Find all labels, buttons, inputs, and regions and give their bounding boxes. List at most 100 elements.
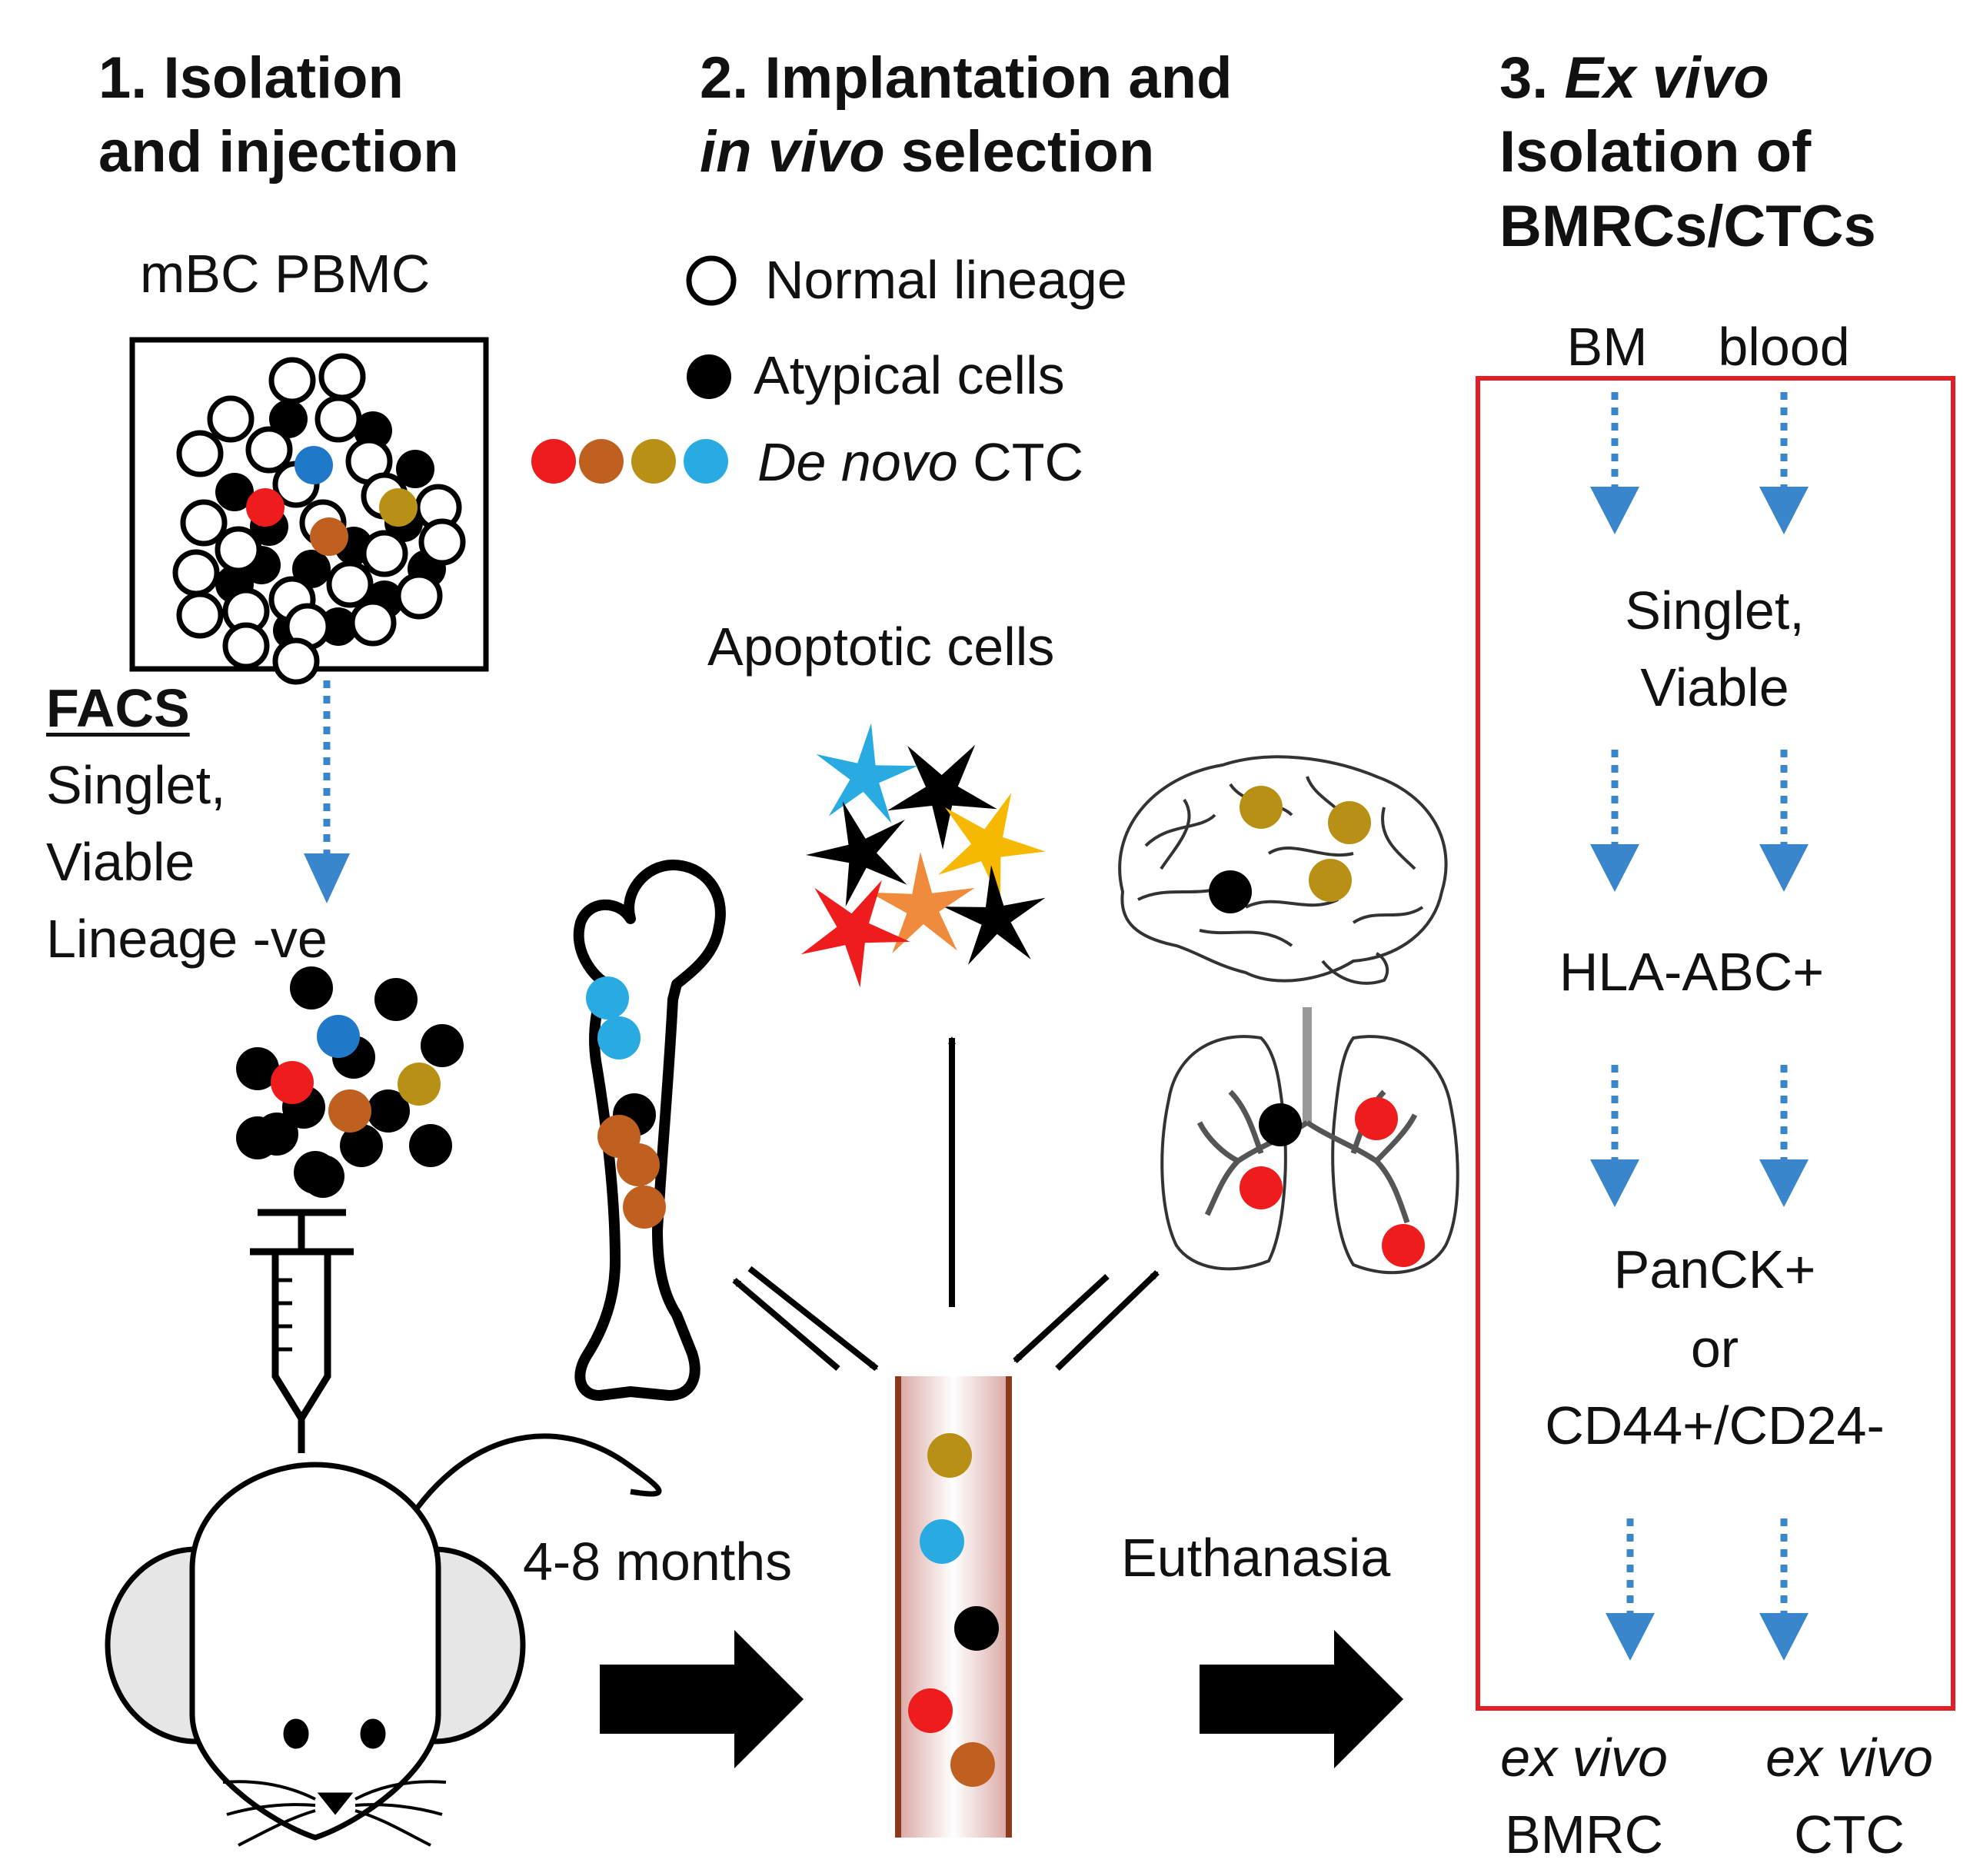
bone-icon: [573, 860, 726, 1401]
legend-normal-symbol: [686, 255, 737, 306]
normal-lineage-cell: [318, 353, 366, 401]
apoptotic-cells-cluster: [800, 723, 1046, 988]
gating-flow-arrow: [1759, 392, 1809, 534]
blood-vessel-icon: [895, 1376, 1012, 1838]
atypical-cell: [290, 966, 333, 1010]
lungs-icon: [1160, 1007, 1459, 1275]
legend-de-novo-symbols: [531, 439, 728, 484]
de-novo-ctc-cell: [379, 488, 418, 527]
atypical-cell: [340, 1124, 383, 1167]
gate3-line1: PanCK+: [1613, 1239, 1816, 1299]
gating-flow-arrow: [1590, 1065, 1639, 1207]
apoptotic-cells-label: Apoptotic cells: [707, 617, 1055, 677]
facs-title: FACS: [46, 678, 190, 738]
normal-lineage-cell: [314, 395, 362, 443]
syringe-icon: [250, 1209, 354, 1453]
step2-heading-line1: 2. Implantation and: [700, 45, 1233, 111]
source-blood-label: blood: [1718, 317, 1850, 377]
de-novo-ctc-cell: [328, 1089, 371, 1133]
atypical-cell: [236, 1047, 279, 1090]
normal-lineage-cell: [245, 426, 293, 474]
ex-vivo-gating-box: [1476, 376, 1955, 1711]
legend-de-novo-rest: CTC: [957, 432, 1084, 492]
facs-criterion-1: Singlet,: [46, 755, 226, 815]
step3-heading-line2: Isolation of: [1499, 119, 1812, 185]
sample-label: mBC PBMC: [140, 244, 431, 304]
facs-criterion-3: Lineage -ve: [46, 909, 328, 969]
normal-lineage-cell: [272, 637, 320, 685]
gating-flow-arrows: [1590, 392, 1809, 1661]
step3-heading-prefix: 3.: [1499, 45, 1565, 111]
normal-lineage-cell: [207, 395, 255, 443]
legend-normal-label: Normal lineage: [765, 250, 1127, 310]
gate2-line1: HLA-ABC+: [1559, 942, 1825, 1002]
atypical-cell: [396, 450, 434, 488]
de-novo-ctc-cell: [246, 488, 285, 527]
gate1-line2: Viable: [1640, 657, 1789, 717]
step1-heading-line1: 1. Isolation: [98, 45, 404, 111]
normal-lineage-cell: [326, 560, 374, 608]
atypical-cell: [236, 1116, 279, 1159]
block-arrow-time: [600, 1630, 804, 1768]
atypical-cell: [367, 1089, 410, 1133]
gating-flow-arrow: [1759, 1518, 1809, 1661]
legend-atypical-symbol: [687, 354, 731, 399]
time-elapsed-label: 4-8 months: [523, 1532, 793, 1592]
de-novo-ctc-cell: [295, 446, 333, 484]
apoptotic-cell: [806, 801, 907, 907]
apoptotic-cell: [869, 852, 975, 953]
atypical-cell: [294, 1151, 337, 1194]
normal-lineage-cell: [176, 591, 224, 639]
de-novo-ctc-cell: [271, 1061, 314, 1104]
atypical-cell: [421, 1024, 464, 1067]
normal-lineage-cell: [418, 518, 466, 566]
gate3-line2: or: [1690, 1319, 1739, 1379]
de-novo-ctc-cell: [398, 1063, 441, 1106]
legend-de-novo-label: De novo CTC: [757, 434, 1083, 491]
gating-flow-arrow: [1590, 750, 1639, 892]
normal-lineage-cell: [268, 357, 316, 404]
block-arrow-euthanasia: [1200, 1630, 1403, 1768]
sorted-cell-cluster: [236, 966, 464, 1198]
apoptotic-cell: [938, 793, 1046, 903]
normal-lineage-cell: [349, 599, 397, 647]
facs-flow-arrow: [304, 680, 350, 903]
gating-flow-arrow: [1759, 1065, 1809, 1207]
pbmc-cell-cluster: [172, 353, 466, 685]
gating-flow-arrow: [1759, 750, 1809, 892]
normal-lineage-cell: [215, 526, 262, 574]
exchange-arrows: [732, 1036, 1160, 1372]
apoptotic-cell: [887, 744, 997, 850]
legend-atypical-label: Atypical cells: [754, 345, 1065, 405]
output-ctc-italic: ex vivo: [1765, 1728, 1933, 1788]
atypical-cell: [374, 978, 418, 1021]
gating-flow-arrow: [1590, 392, 1639, 534]
apoptotic-cell: [943, 865, 1046, 965]
output-bmrc-italic: ex vivo: [1500, 1728, 1668, 1788]
source-bm-label: BM: [1566, 317, 1648, 377]
brain-icon: [1118, 755, 1448, 985]
normal-lineage-cell: [222, 622, 270, 670]
step3-heading-line3: BMRCs/CTCs: [1499, 194, 1876, 259]
step2-heading-line2: in vivo selection: [700, 121, 1154, 183]
step2-heading-rest: selection: [884, 119, 1155, 185]
normal-lineage-cell: [180, 499, 228, 547]
legend-de-novo-italic: De novo: [757, 432, 958, 492]
apoptotic-cell: [800, 880, 910, 988]
normal-lineage-cell: [361, 530, 408, 577]
step1-heading-line2: and injection: [98, 119, 459, 185]
mouse-icon: [105, 1433, 662, 1847]
normal-lineage-cell: [172, 549, 220, 597]
apoptotic-cell: [816, 723, 918, 823]
atypical-cell: [215, 473, 254, 511]
de-novo-ctc-cell: [310, 517, 348, 556]
step3-heading-italic: Ex vivo: [1564, 45, 1769, 111]
gating-flow-arrow: [1606, 1518, 1655, 1661]
normal-lineage-cell: [395, 572, 443, 620]
facs-criterion-2: Viable: [46, 832, 195, 892]
output-bmrc-label: BMRC: [1504, 1804, 1664, 1864]
output-ctc-label: CTC: [1794, 1804, 1905, 1864]
euthanasia-label: Euthanasia: [1121, 1528, 1391, 1588]
